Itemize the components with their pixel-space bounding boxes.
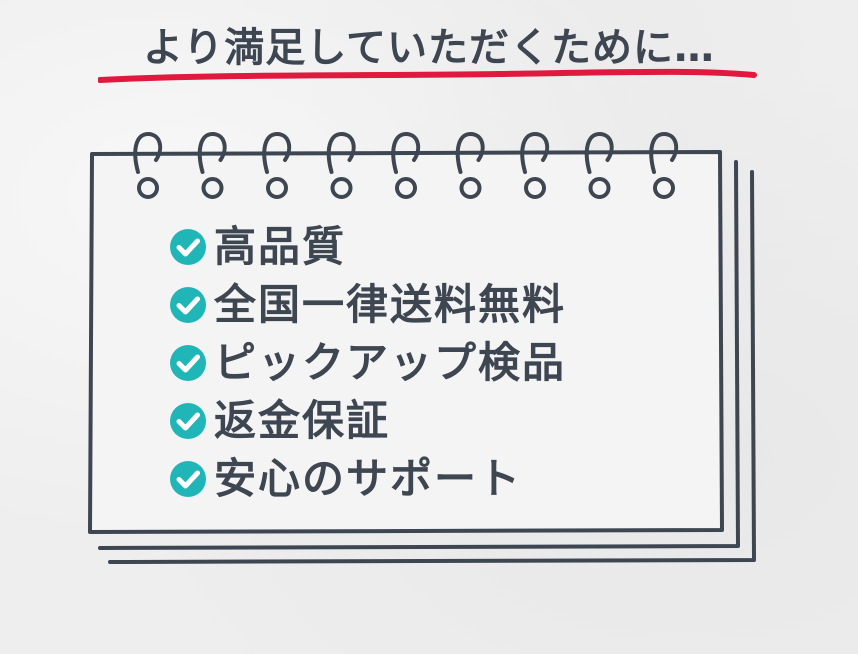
- heading-underline: [98, 68, 757, 83]
- spiral-ring: [133, 131, 163, 199]
- spiral-ring: [455, 131, 485, 199]
- feature-label: 全国一律送料無料: [214, 280, 567, 329]
- feature-item: 安心のサポート: [168, 450, 566, 508]
- feature-label: 高品質: [214, 222, 347, 271]
- check-circle-icon: [170, 287, 206, 323]
- spiral-ring: [262, 131, 292, 199]
- feature-item: 高品質: [168, 218, 566, 276]
- spiral-ring: [584, 131, 614, 199]
- spiral-ring: [326, 131, 356, 199]
- spiral-ring: [197, 131, 227, 199]
- check-circle-icon: [170, 403, 206, 439]
- spiral-ring: [649, 131, 679, 199]
- page-title: より満足していただくために…: [143, 25, 715, 71]
- spiral-ring: [520, 131, 550, 199]
- check-circle-icon: [170, 461, 206, 497]
- feature-label: 返金保証: [214, 396, 391, 445]
- check-circle-icon: [170, 345, 206, 381]
- feature-list: 高品質全国一律送料無料ピックアップ検品返金保証安心のサポート: [168, 218, 566, 508]
- feature-label: ピックアップ検品: [214, 338, 567, 387]
- feature-item: 返金保証: [168, 392, 566, 450]
- feature-label: 安心のサポート: [214, 454, 523, 503]
- feature-item: ピックアップ検品: [168, 334, 566, 392]
- spiral-ring: [391, 131, 421, 199]
- feature-item: 全国一律送料無料: [168, 276, 566, 334]
- check-circle-icon: [170, 229, 206, 265]
